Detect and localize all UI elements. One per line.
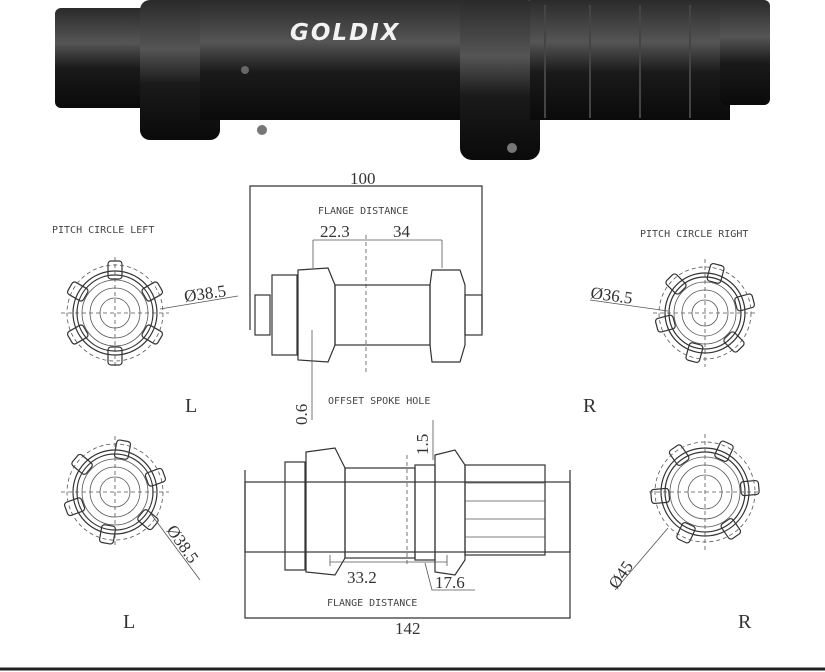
rear-flange-left: 33.2 (347, 568, 377, 587)
spoke-tab (141, 281, 164, 302)
spoke-tab (720, 518, 742, 540)
front-side-left: L (185, 395, 197, 417)
spoke-tab (63, 497, 86, 517)
spoke-tab (723, 331, 745, 353)
rear-offset-value: 1.5 (413, 434, 432, 455)
rear-pcd-right: Ø45 (605, 557, 637, 592)
front-offset-value: 0.6 (292, 404, 311, 425)
rear-overall-width: 142 (395, 619, 421, 638)
spoke-tab (137, 509, 159, 531)
rear-pcd-left: Ø38.5 (163, 521, 203, 566)
brand-logo: GOLDIX (290, 20, 400, 46)
spoke-tab (113, 439, 132, 460)
front-overall-width: 100 (350, 169, 376, 188)
front-flange-right: 34 (393, 222, 411, 241)
front-pcd-left: Ø38.5 (183, 281, 227, 306)
spoke-tab (66, 324, 89, 345)
spoke-tab (107, 260, 123, 280)
spoke-tab (739, 479, 760, 497)
rear-hub-side-view: 1.5 33.2 17.6 FLANGE DISTANCE 142 (244, 420, 571, 638)
pitch-circle-left-label: PITCH CIRCLE LEFT (52, 225, 154, 236)
rear-side-right: R (738, 611, 752, 633)
front-flange-left: 22.3 (320, 222, 350, 241)
rear-left-end-view (61, 436, 169, 548)
spoke-tab (665, 273, 687, 295)
spoke-tab (66, 281, 89, 302)
spoke-tab (714, 440, 734, 462)
spoke-tab (668, 444, 690, 466)
rear-flange-distance-label: FLANGE DISTANCE (327, 598, 417, 609)
spoke-tab (71, 453, 93, 475)
spoke-tab (98, 524, 117, 545)
spoke-tab (676, 522, 696, 544)
pitch-circle-right-label: PITCH CIRCLE RIGHT (640, 229, 748, 240)
spoke-tab (685, 342, 704, 364)
front-flange-distance-label: FLANGE DISTANCE (318, 206, 408, 217)
front-pcd-right: Ø36.5 (589, 283, 633, 308)
front-side-right: R (583, 395, 597, 417)
front-hub-side-view: 100 FLANGE DISTANCE 22.3 34 0.6 OFFSET S… (249, 169, 483, 425)
offset-spoke-hole-label: OFFSET SPOKE HOLE (328, 396, 430, 407)
spoke-tab (734, 293, 756, 312)
hub-product-photo: GOLDIX (55, 0, 770, 160)
rear-flange-right: 17.6 (435, 573, 465, 592)
spoke-tab (141, 324, 164, 345)
front-right-end-view (653, 259, 757, 367)
spoke-tab (706, 262, 725, 284)
spoke-tab (654, 314, 676, 333)
spoke-tab (144, 467, 167, 487)
front-left-end-view (61, 257, 169, 369)
rear-side-left: L (123, 611, 135, 633)
rear-right-end-view (649, 434, 761, 550)
spoke-tab (650, 487, 671, 505)
